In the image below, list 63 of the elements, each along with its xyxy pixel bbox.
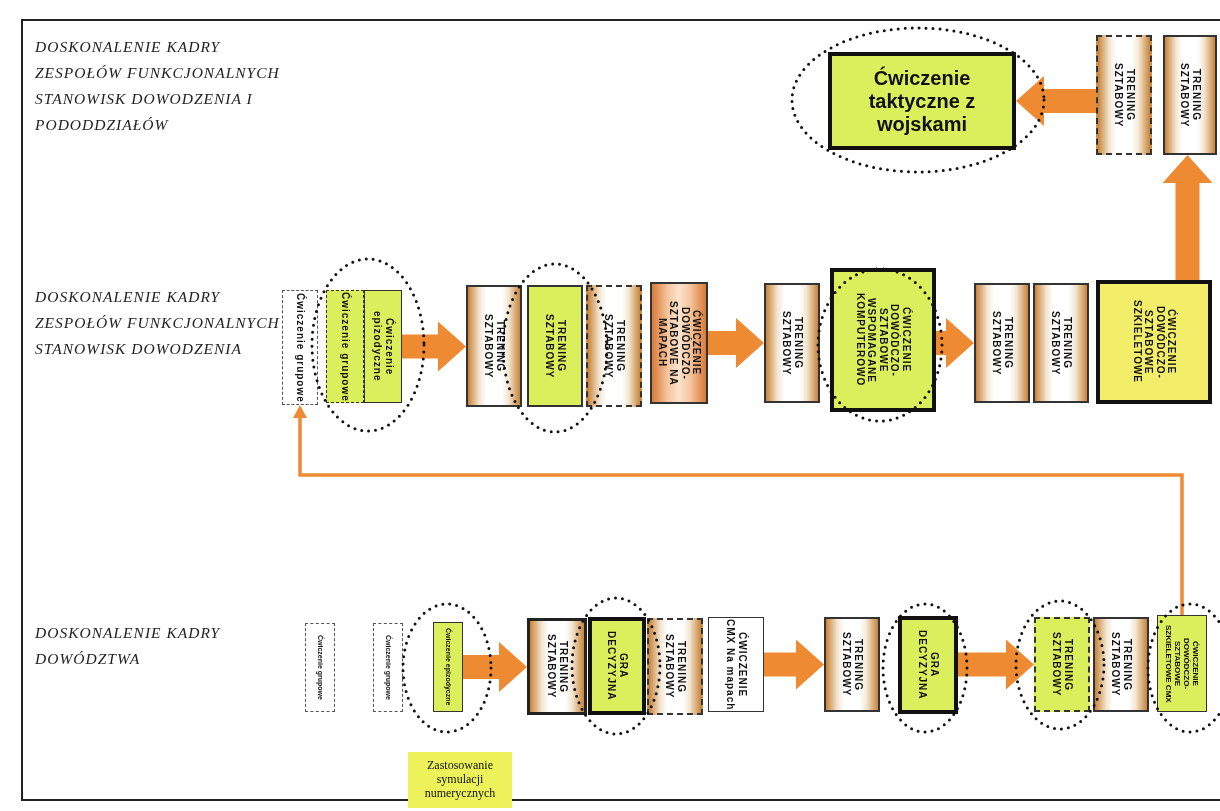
exercise-box	[1157, 615, 1207, 712]
training-box	[974, 283, 1030, 403]
block-arrow	[936, 318, 974, 368]
block-arrow	[708, 318, 764, 368]
block-arrow	[1016, 76, 1096, 126]
exercise-label: Ćwiczenie epizodyczne	[371, 310, 395, 384]
exercise-label: TRENING SZTABOWY	[482, 312, 506, 381]
exercise-label: GRA DECYZYJNA	[605, 630, 629, 703]
exercise-box	[305, 623, 335, 712]
exercise-label: TRENING SZTABOWY	[1049, 309, 1073, 378]
exercise-label: TRENING SZTABOWY	[602, 312, 626, 381]
block-arrow	[402, 321, 466, 372]
exercise-label: GRA DECYZYJNA	[916, 629, 940, 702]
exercise-label: Ćwiczenie taktyczne z wojskami	[867, 66, 977, 136]
exercise-label: TRENING SZTABOWY	[1109, 631, 1133, 699]
exercise-box	[373, 623, 403, 712]
training-box	[1093, 617, 1149, 712]
exercise-label: Ćwiczenie grupowe	[339, 291, 351, 402]
exercise-label: TRENING SZTABOWY	[840, 631, 864, 699]
exercise-label: TRENING SZTABOWY	[780, 309, 804, 378]
exercise-label: TRENING SZTABOWY	[663, 633, 687, 701]
exercise-label: TRENING SZTABOWY	[545, 633, 569, 701]
exercise-label: TRENING SZTABOWY	[1178, 61, 1202, 130]
row-heading: DOSKONALENIE KADRY ZESPOŁÓW FUNKCJONALNYCH STANOWISK DOWODZENIA I PODODDZIAŁÓW	[35, 37, 281, 135]
exercise-label: TRENING SZTABOWY	[990, 309, 1014, 378]
block-arrow	[1162, 155, 1213, 280]
block-arrow	[764, 639, 824, 690]
exercise-box	[708, 617, 764, 712]
training-box	[1033, 283, 1089, 403]
exercise-box	[433, 622, 463, 712]
note-text: Zastosowanie symulacji numerycznych	[423, 759, 497, 801]
exercise-box	[898, 616, 958, 714]
exercise-label: ĆWICZENIE DOWÓDCZO-SZTABOWE WSPOMAGANE KOMPUTEROWO	[854, 292, 912, 389]
exercise-box	[364, 290, 402, 403]
exercise-label: TRENING SZTABOWY	[1112, 61, 1136, 130]
exercise-label: TRENING SZTABOWY	[1050, 631, 1074, 699]
exercise-label: ĆWICZENIE DOWÓDCZO-SZTABOWE SZKIELETOWE CMX	[1163, 623, 1201, 705]
exercise-box	[527, 285, 583, 407]
exercise-box	[828, 52, 1016, 150]
exercise-box	[326, 290, 364, 403]
training-box	[1163, 35, 1217, 155]
training-box	[466, 285, 522, 407]
exercise-label: ĆWICZENIE CMX Na mapach	[724, 618, 748, 711]
exercise-label: ĆWICZENIE DOWÓDCZO-SZTABOWE NA MAPACH	[656, 299, 702, 388]
exercise-label: ĆWICZENIE DOWÓDCZO-SZTABOWE SZKIELETOWE	[1131, 299, 1177, 386]
training-box	[586, 285, 642, 407]
arrow	[293, 405, 1184, 615]
exercise-label: Ćwiczenie grupowe	[294, 292, 306, 403]
row-heading: DOSKONALENIE KADRY DOWÓDZTWA	[35, 623, 222, 669]
exercise-box	[830, 268, 936, 412]
training-box	[1096, 35, 1152, 155]
training-box	[764, 283, 820, 403]
exercise-label: TRENING SZTABOWY	[543, 312, 567, 381]
exercise-box	[588, 617, 646, 715]
note-box	[408, 752, 512, 808]
exercise-box	[1034, 617, 1090, 712]
training-box	[824, 617, 880, 712]
training-box	[527, 618, 587, 715]
exercise-box	[1096, 280, 1212, 404]
training-box	[647, 618, 703, 715]
row-heading: DOSKONALENIE KADRY ZESPOŁÓW FUNKCJONALNYCH STANOWISK DOWODZENIA	[35, 287, 281, 359]
exercise-box	[282, 290, 318, 405]
exercise-box	[650, 282, 708, 404]
